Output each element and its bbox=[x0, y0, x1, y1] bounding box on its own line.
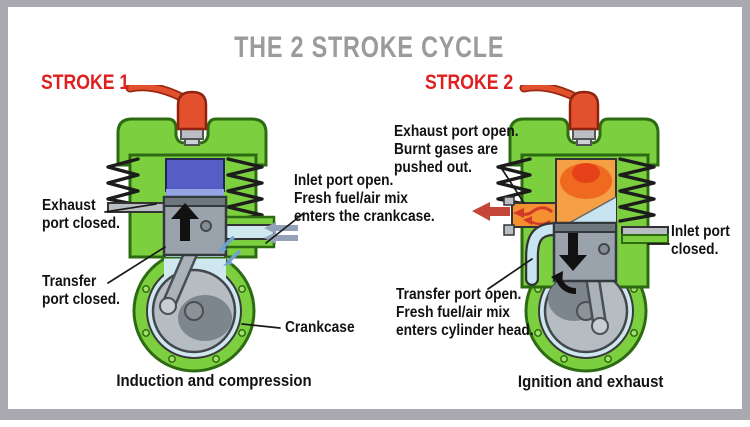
crankshaft bbox=[151, 268, 237, 354]
stroke1-heading: STROKE 1 bbox=[41, 71, 130, 94]
stroke2-heading: STROKE 2 bbox=[425, 71, 514, 94]
piston bbox=[162, 195, 228, 257]
inlet-port-closed bbox=[621, 226, 669, 244]
page-title: THE 2 STROKE CYCLE bbox=[233, 31, 505, 64]
label-inlet-port-closed: Inlet port closed. bbox=[671, 223, 730, 258]
cooling-fins bbox=[106, 157, 264, 223]
label-exhaust-port-open: Exhaust port open. Burnt gases are pushe… bbox=[394, 123, 519, 176]
piston bbox=[552, 221, 618, 283]
label-inlet-port-open: Inlet port open. Fresh fuel/air mix ente… bbox=[294, 172, 435, 225]
label-crankcase: Crankcase bbox=[285, 319, 355, 336]
cooling-fins bbox=[496, 157, 656, 223]
crankcase-mix-arrows-icon bbox=[217, 235, 242, 266]
label-transfer-port-open: Transfer port open. Fresh fuel/air mix e… bbox=[396, 286, 534, 339]
inlet-port-open bbox=[222, 215, 276, 249]
spark-plug bbox=[568, 90, 600, 146]
diagram-canvas: THE 2 STROKE CYCLE STROKE 1 STROKE 2 bbox=[8, 7, 742, 409]
rotation-arrow-icon bbox=[551, 271, 577, 294]
exhaust-flow-arrow-icon bbox=[472, 202, 510, 221]
label-transfer-port-closed: Transfer port closed. bbox=[42, 273, 120, 308]
down-arrow-icon bbox=[559, 233, 587, 271]
transfer-port-open bbox=[525, 222, 563, 286]
spark-plug bbox=[176, 90, 208, 146]
stroke1-engine-illustration bbox=[106, 85, 298, 373]
label-exhaust-port-closed: Exhaust port closed. bbox=[42, 197, 120, 232]
stroke2-caption: Ignition and exhaust bbox=[517, 372, 664, 391]
stroke1-caption: Induction and compression bbox=[116, 371, 312, 390]
up-arrow-icon bbox=[171, 203, 199, 241]
stroke2-engine-illustration bbox=[472, 85, 669, 373]
